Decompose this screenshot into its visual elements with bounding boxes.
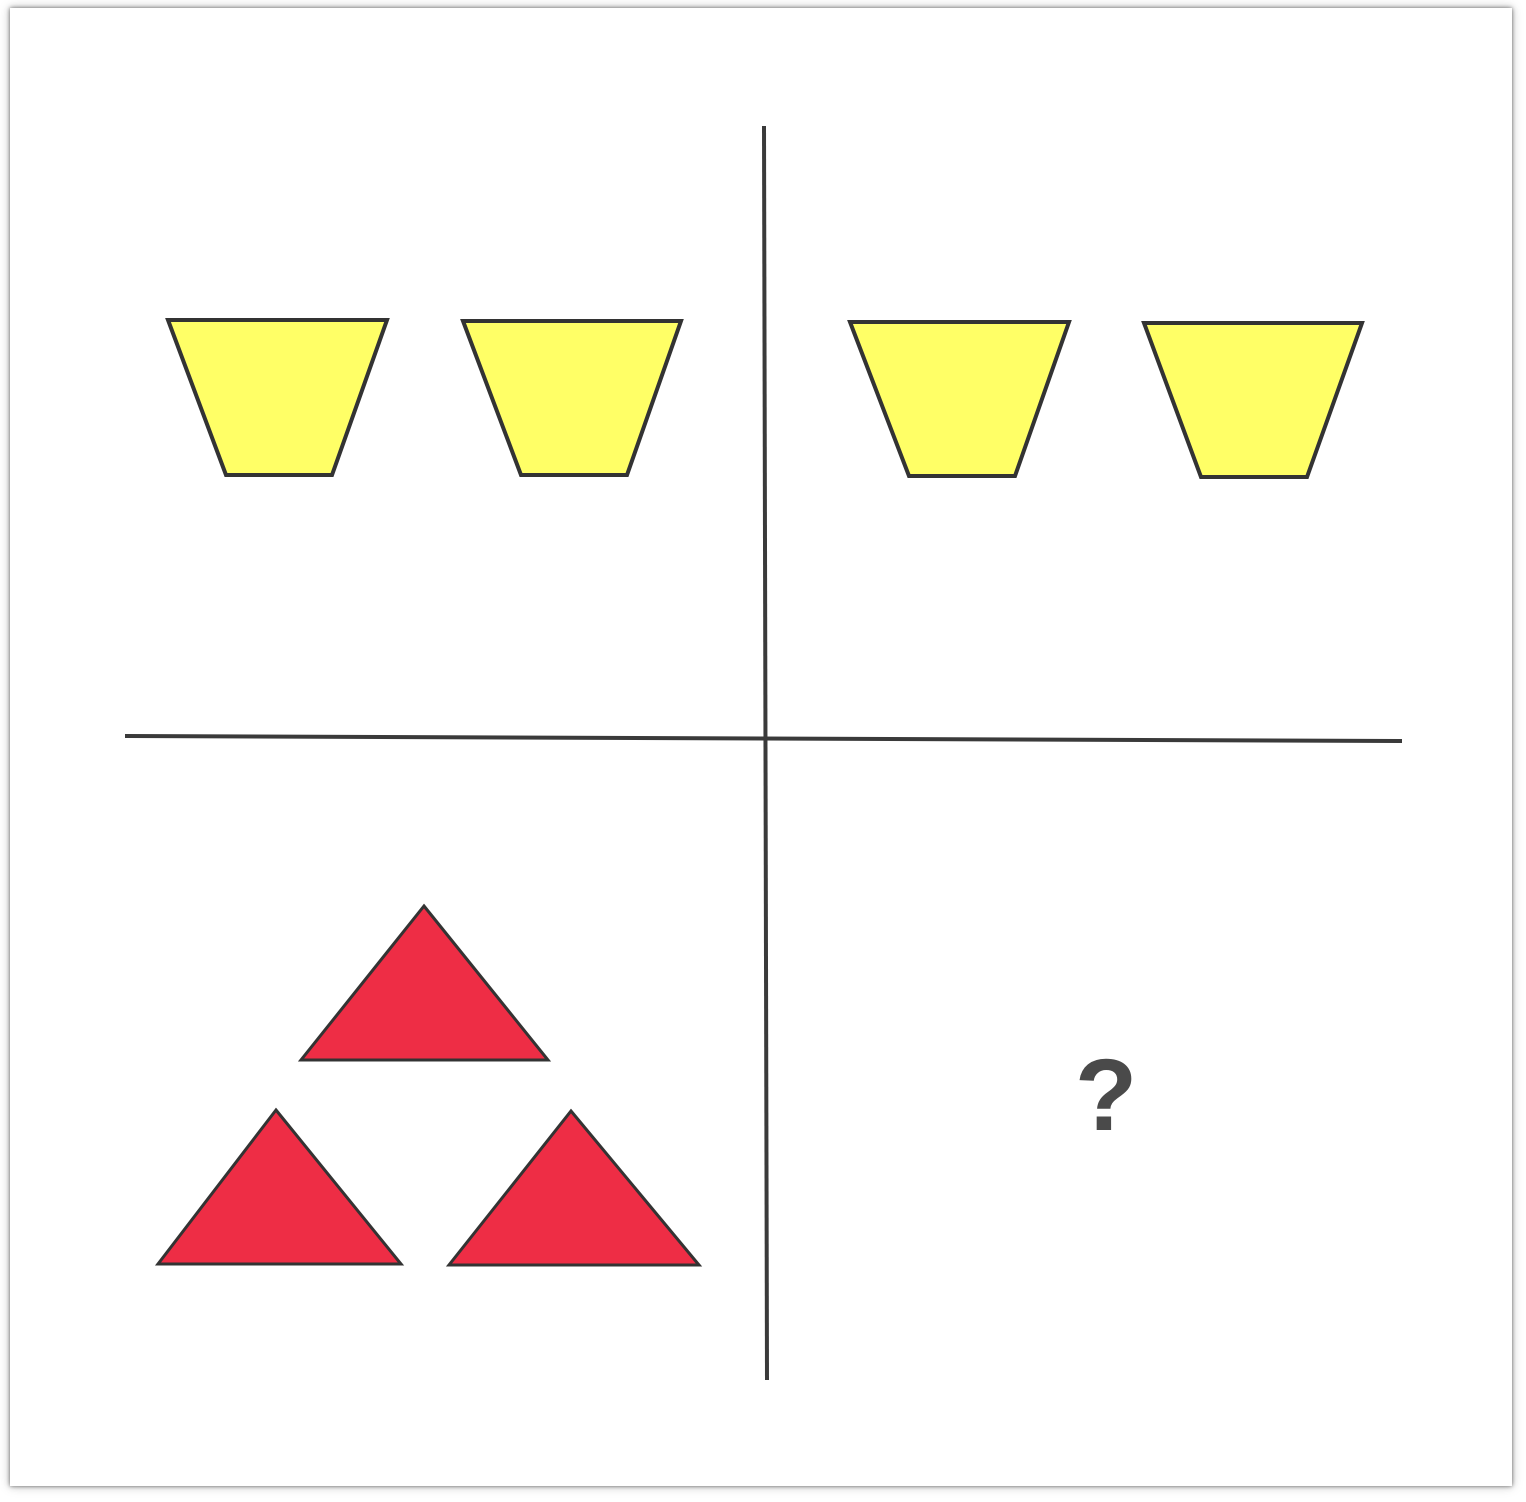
vertical-divider [762, 125, 769, 1381]
analogy-puzzle-diagram: ? [124, 125, 1403, 1381]
puzzle-card: ? [10, 8, 1512, 1486]
horizontal-divider [124, 734, 1403, 743]
quadrant-bottom-left [154, 903, 703, 1267]
quadrant-top-left [165, 318, 684, 477]
quadrant-top-right [847, 320, 1365, 479]
trapezoid-shape [165, 318, 390, 477]
trapezoid-shape [460, 319, 684, 477]
question-mark: ? [1075, 1038, 1137, 1152]
triangle-shape [297, 903, 552, 1062]
triangle-shape [445, 1108, 703, 1267]
trapezoid-shape [847, 320, 1072, 478]
triangle-shape [154, 1107, 405, 1266]
trapezoid-shape [1141, 321, 1365, 479]
quadrant-bottom-right: ? [1075, 1038, 1137, 1152]
